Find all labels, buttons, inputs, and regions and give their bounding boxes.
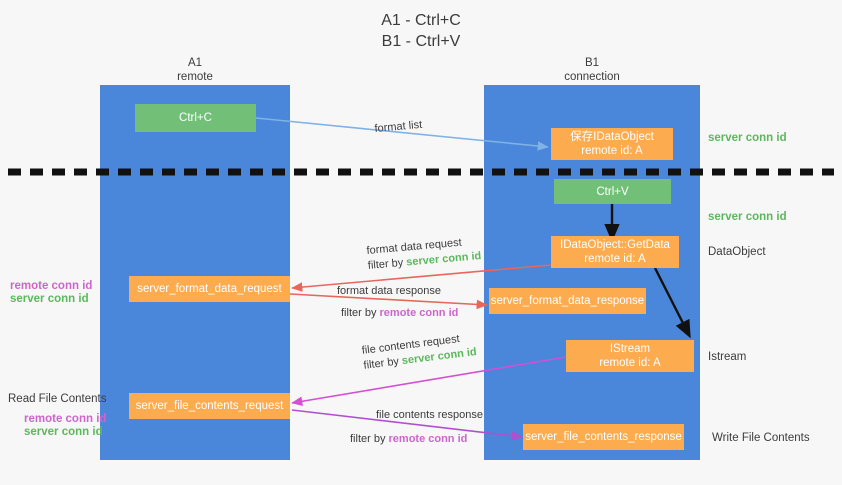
filter-key-remote-conn-id: remote conn id: [388, 433, 468, 445]
node-server-file-contents-response[interactable]: server_file_contents_response: [523, 424, 684, 450]
edge-label-file-contents-response: file contents response filter by remote …: [350, 408, 484, 447]
node-istream[interactable]: IStream remote id: A: [566, 340, 694, 372]
edge-label-file-contents-response-line2: filter by remote conn id: [350, 432, 483, 447]
edge-label-format-list: format list: [374, 118, 423, 135]
edge-label-file-contents-response-line1: file contents response: [376, 409, 484, 421]
column-header-a1: A1 remote: [177, 57, 213, 83]
edge-label-file-contents-request: file contents request filter by server c…: [361, 330, 478, 374]
left-label-server-conn-id-bottom: server conn id: [24, 426, 103, 438]
left-label-remote-conn-id-bottom: remote conn id: [24, 413, 107, 425]
node-server-format-data-request[interactable]: server_format_data_request: [129, 276, 290, 302]
left-label-remote-conn-id-top: remote conn id: [10, 280, 93, 292]
node-save-idataobject[interactable]: 保存IDataObject remote id: A: [551, 128, 673, 160]
filter-prefix: filter by: [350, 433, 389, 445]
filter-prefix: filter by: [362, 355, 403, 372]
edge-label-format-data-response: format data response filter by remote co…: [337, 284, 458, 321]
filter-key-remote-conn-id: remote conn id: [379, 307, 459, 319]
right-label-server-conn-id-mid: server conn id: [708, 211, 787, 223]
left-label-read-file-contents: Read File Contents: [8, 393, 107, 405]
edge-label-format-data-response-line1: format data response: [337, 285, 441, 297]
right-label-istream: Istream: [708, 351, 747, 363]
edge-label-format-data-request: format data request filter by server con…: [366, 234, 482, 274]
node-idataobject-getdata[interactable]: IDataObject::GetData remote id: A: [551, 236, 679, 268]
filter-prefix: filter by: [367, 256, 407, 272]
page-title: A1 - Ctrl+C B1 - Ctrl+V: [381, 12, 461, 50]
right-label-server-conn-id-top: server conn id: [708, 132, 787, 144]
filter-prefix: filter by: [341, 307, 380, 319]
node-ctrl-v[interactable]: Ctrl+V: [554, 179, 671, 204]
left-label-server-conn-id-top: server conn id: [10, 293, 89, 305]
node-server-file-contents-request[interactable]: server_file_contents_request: [129, 393, 290, 419]
column-header-b1: B1 connection: [564, 57, 620, 83]
right-label-dataobject: DataObject: [708, 246, 766, 258]
node-server-format-data-response[interactable]: server_format_data_response: [489, 288, 646, 314]
node-ctrl-c[interactable]: Ctrl+C: [135, 104, 256, 132]
right-label-write-file-contents: Write File Contents: [712, 432, 810, 444]
edge-label-format-data-response-line2: filter by remote conn id: [341, 306, 458, 321]
